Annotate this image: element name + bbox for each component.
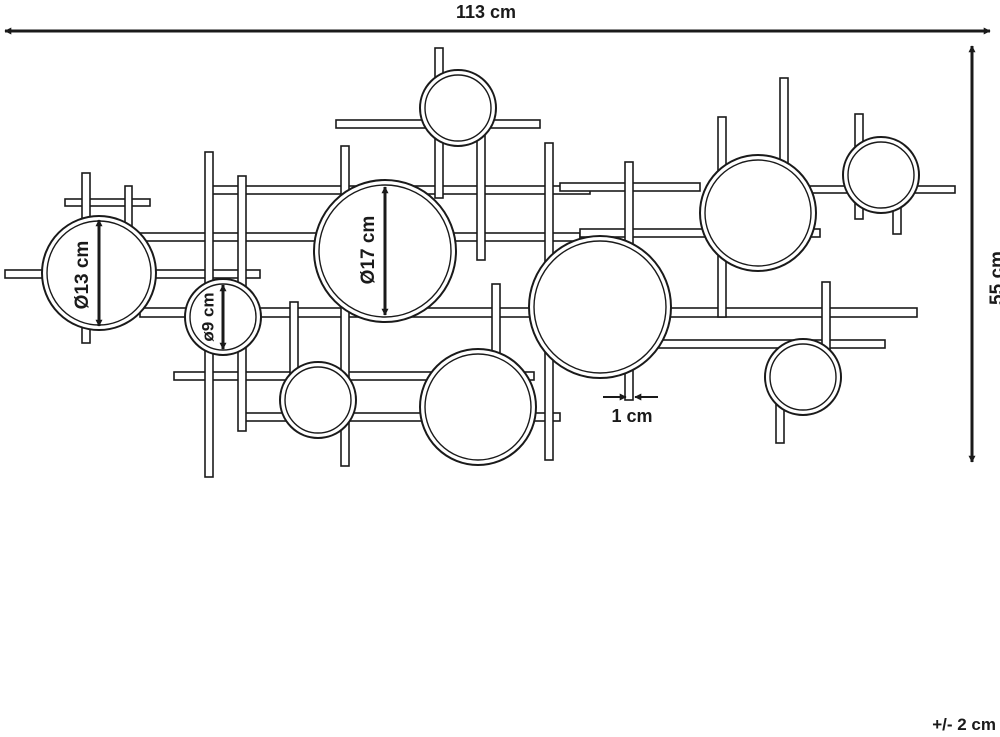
height-label: 55 cm [987, 251, 1000, 305]
diameter-label-small: ø9 cm [198, 292, 217, 341]
diameter-label-medium: Ø13 cm [72, 241, 93, 310]
dimension-lines [4, 27, 991, 463]
mirror-large-center [528, 235, 672, 379]
tolerance-note: +/- 2 cm [932, 715, 996, 734]
mirrors [41, 69, 920, 466]
mirror-lower-left [279, 361, 357, 439]
bar [173, 371, 535, 381]
mirror-far-right [842, 136, 920, 214]
bar [64, 198, 151, 207]
bar [491, 283, 501, 360]
mirror-lower-center [419, 348, 537, 466]
width-label: 113 cm [456, 2, 516, 22]
mirror-right-lower [764, 338, 842, 416]
bar [579, 228, 821, 238]
mirror-top [419, 69, 497, 147]
gap-label: 1 cm [611, 406, 652, 426]
bar [639, 339, 886, 349]
diameter-label-large: Ø17 cm [358, 216, 379, 285]
mirror-right-upper [699, 154, 817, 272]
